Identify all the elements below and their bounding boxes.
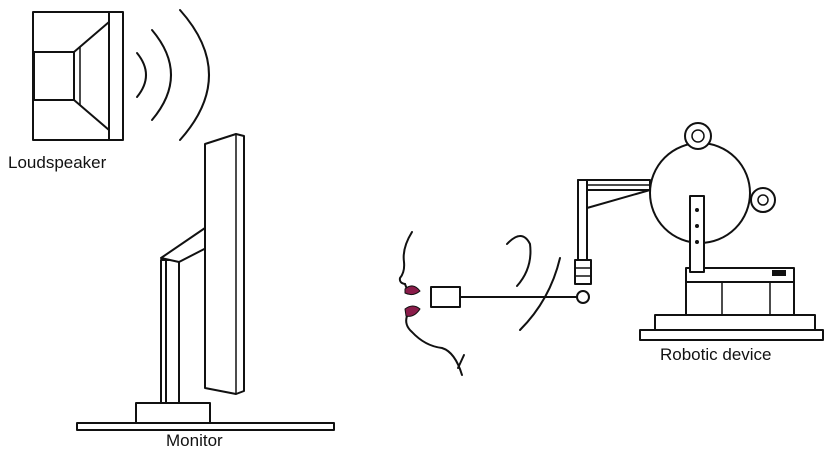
monitor-screen xyxy=(204,133,245,395)
loudspeaker-cone xyxy=(73,21,110,131)
sound-wave-2 xyxy=(151,29,172,121)
forehead-nose xyxy=(398,231,413,285)
robotic-device-label: Robotic device xyxy=(660,345,772,364)
robot-force-sensor xyxy=(574,259,592,285)
monitor xyxy=(76,133,335,431)
ear xyxy=(506,235,532,287)
robot-plate xyxy=(685,267,795,283)
robot-base-top xyxy=(654,314,816,331)
robot-top-knob xyxy=(684,122,712,150)
monitor-label: Monitor xyxy=(166,431,223,450)
loudspeaker-magnet xyxy=(33,51,75,101)
robot-base-plate xyxy=(639,329,824,341)
robot-post xyxy=(689,195,705,273)
robot-link xyxy=(577,179,588,261)
robot-brace xyxy=(586,189,651,209)
chin-neck xyxy=(405,315,463,376)
jaw-line xyxy=(519,257,561,331)
head-profile xyxy=(398,231,561,376)
lip-sensor-block xyxy=(430,286,461,308)
lips xyxy=(404,285,421,317)
upper-lip xyxy=(404,285,421,296)
sound-waves xyxy=(136,9,210,141)
sound-wave-3 xyxy=(179,9,210,141)
monitor-base xyxy=(76,422,335,431)
lip-sensor xyxy=(430,286,578,308)
monitor-foot xyxy=(135,402,211,424)
loudspeaker-label: Loudspeaker xyxy=(8,153,107,172)
robot-side-knob xyxy=(750,187,776,213)
lower-lip xyxy=(404,305,421,317)
sound-wave-1 xyxy=(136,52,147,98)
monitor-stand xyxy=(160,259,180,404)
loudspeaker xyxy=(32,11,124,141)
robot-end-effector xyxy=(576,290,590,304)
robot-housing xyxy=(685,281,795,316)
robotic-device xyxy=(574,122,824,341)
